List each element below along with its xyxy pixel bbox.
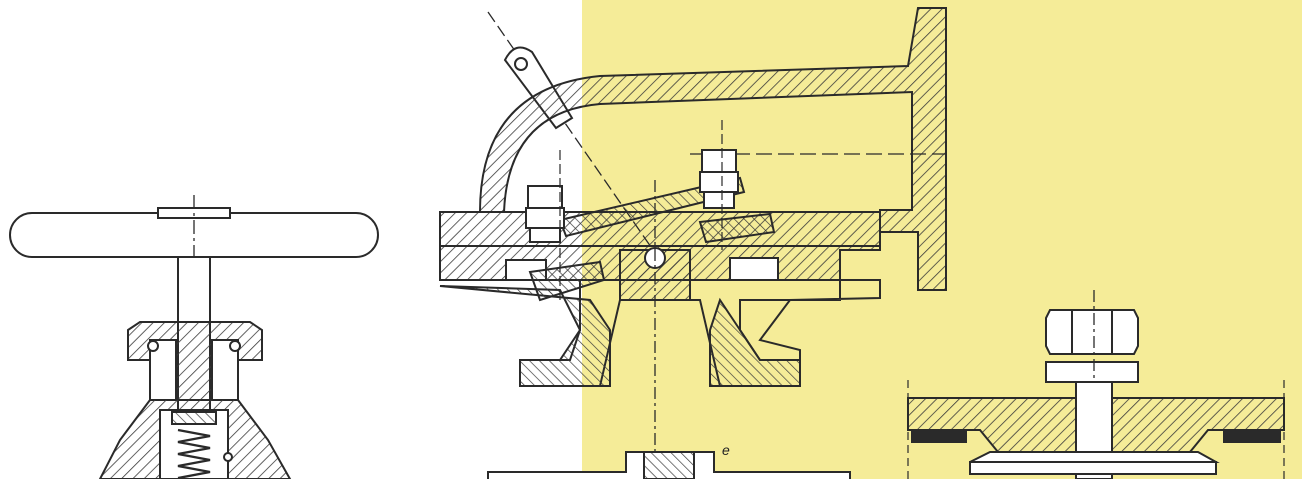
bonnet bbox=[127, 321, 263, 401]
gasket-left bbox=[911, 431, 967, 443]
curved-casing bbox=[478, 7, 947, 291]
crossbar bbox=[558, 176, 746, 238]
annotation-label: e bbox=[722, 442, 730, 458]
left-bolt bbox=[525, 185, 606, 302]
gasket-right bbox=[1223, 431, 1281, 443]
spring bbox=[177, 428, 211, 479]
angle-valve bbox=[439, 7, 947, 479]
bolt-flange-detail bbox=[907, 290, 1285, 479]
right-bolt bbox=[698, 149, 776, 244]
globe-valve bbox=[9, 195, 379, 479]
hex-nut bbox=[1045, 309, 1139, 355]
